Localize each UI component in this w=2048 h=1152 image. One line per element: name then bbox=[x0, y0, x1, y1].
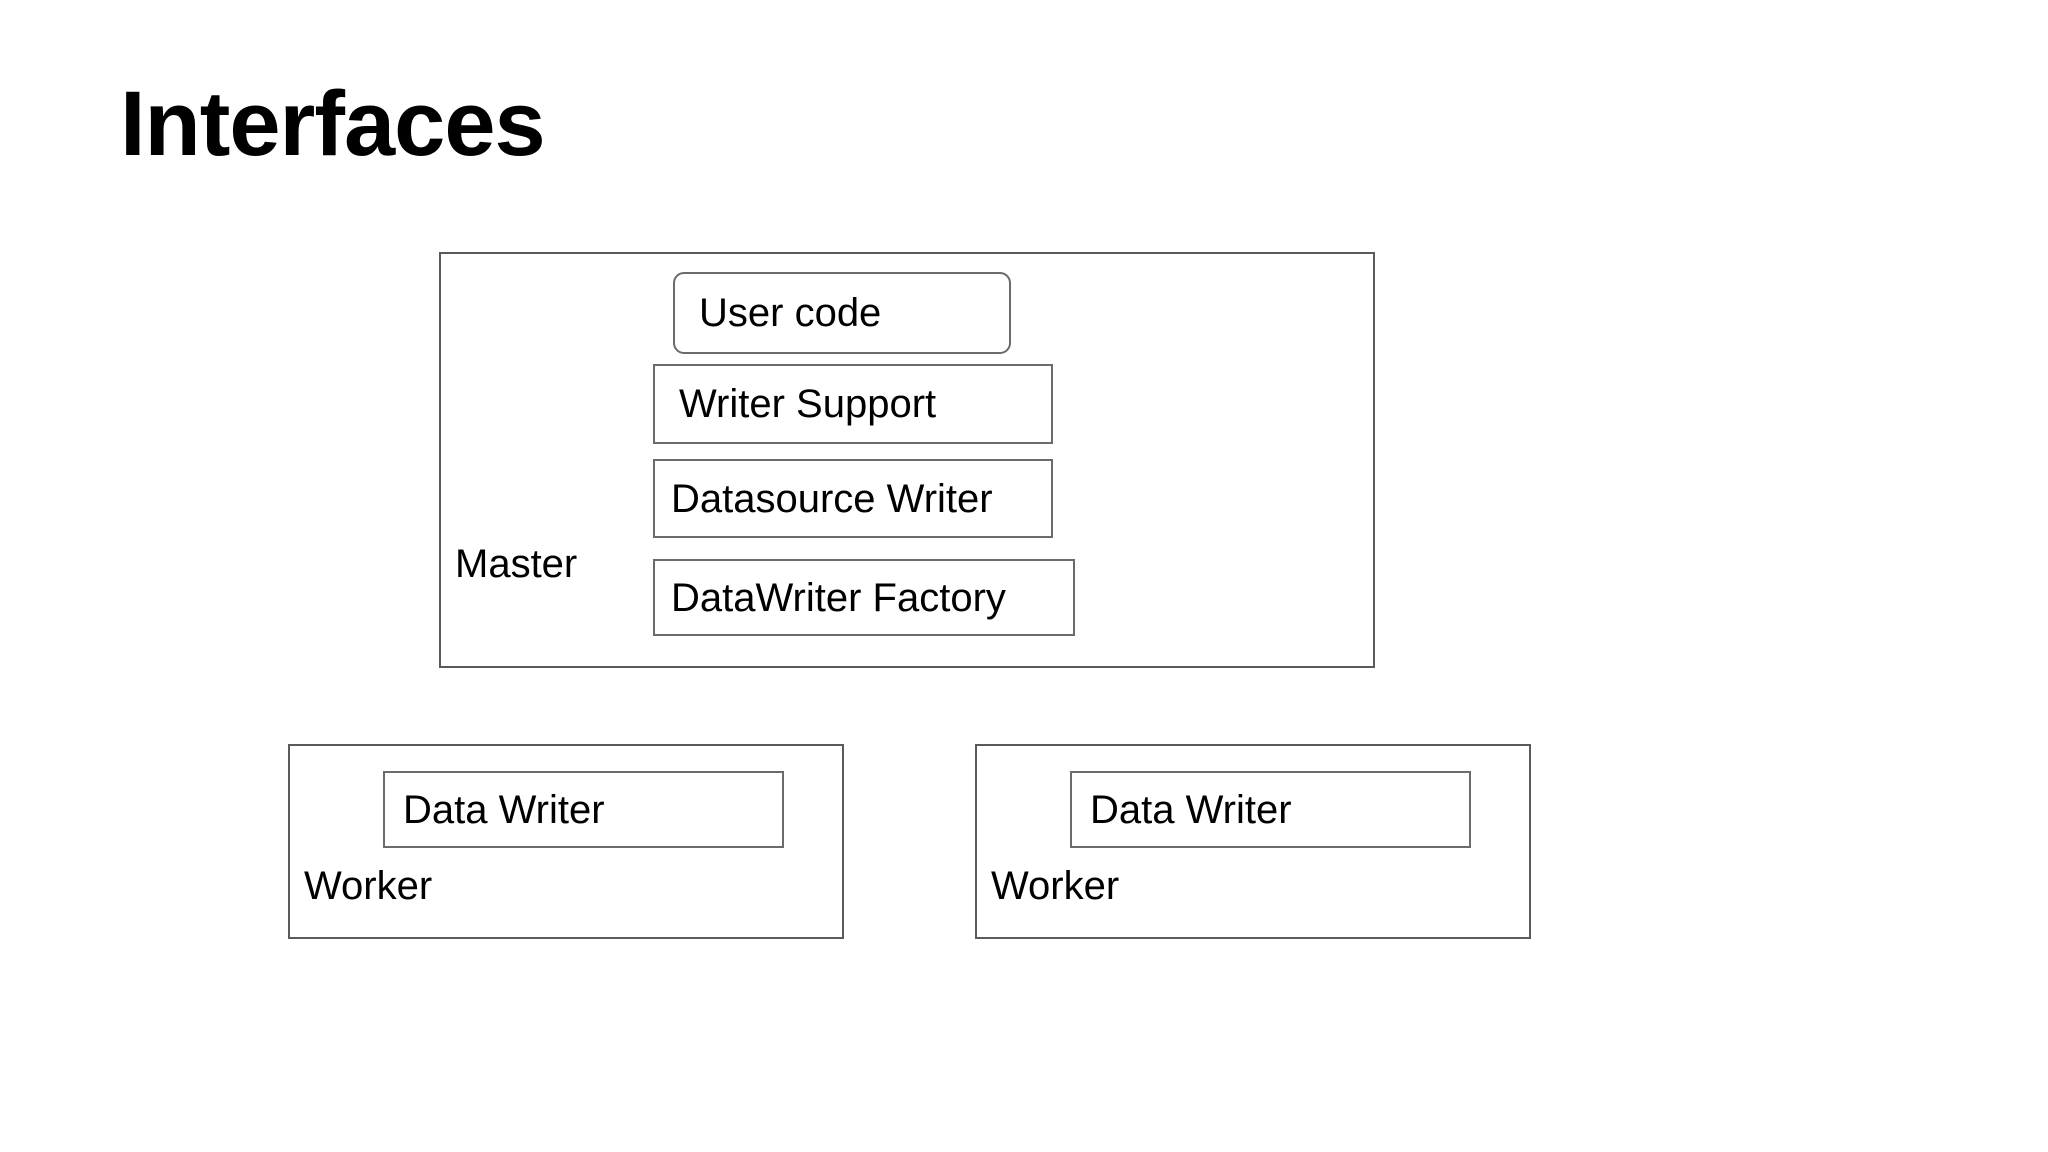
master-layer-user-code-label: User code bbox=[699, 291, 882, 335]
master-label: Master bbox=[455, 542, 578, 586]
worker-1-component-data-writer[interactable]: Data Writer bbox=[383, 771, 784, 848]
worker-1-component-data-writer-label: Data Writer bbox=[403, 787, 605, 832]
master-layer-writer-support-label: Writer Support bbox=[679, 382, 937, 426]
master-layer-datawriter-factory-label: DataWriter Factory bbox=[671, 575, 1006, 620]
worker-2-component-data-writer[interactable]: Data Writer bbox=[1070, 771, 1471, 848]
page-title: Interfaces bbox=[120, 73, 546, 175]
worker-1-label: Worker bbox=[304, 864, 433, 908]
master-layer-datasource-writer[interactable]: Datasource Writer bbox=[653, 459, 1053, 538]
worker-2-label: Worker bbox=[991, 864, 1120, 908]
worker-2-component-data-writer-label: Data Writer bbox=[1090, 787, 1292, 832]
master-layer-user-code[interactable]: User code bbox=[673, 272, 1011, 354]
master-layer-datawriter-factory[interactable]: DataWriter Factory bbox=[653, 559, 1075, 636]
master-layer-datasource-writer-label: Datasource Writer bbox=[671, 476, 993, 521]
master-layer-writer-support[interactable]: Writer Support bbox=[653, 364, 1053, 444]
